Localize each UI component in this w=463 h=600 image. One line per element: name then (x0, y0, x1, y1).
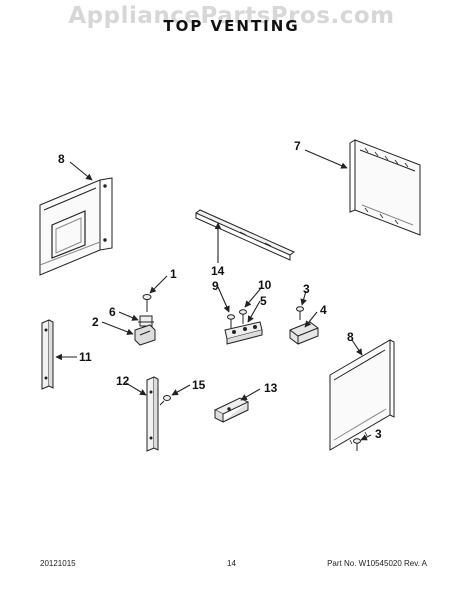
part-2-bracket (134, 324, 156, 346)
callout-9: 9 (212, 279, 219, 293)
part-6-thermostat (138, 315, 154, 327)
page-title: TOP VENTING (163, 17, 300, 35)
callout-5: 5 (260, 294, 267, 308)
callout-13: 13 (264, 381, 278, 395)
callout-6: 6 (109, 305, 116, 319)
part-9-screw (227, 314, 235, 328)
leader-lines (55, 149, 372, 441)
part-1-screw (142, 294, 152, 312)
footer-date: 20121015 (40, 559, 76, 568)
part-11-side-bracket (41, 319, 54, 390)
part-4-switch (289, 321, 319, 345)
part-10-screw (239, 309, 247, 324)
part-3-screw-bottom (353, 438, 361, 451)
footer-page-number: 14 (227, 559, 236, 568)
part-13-bracket (213, 397, 250, 423)
callout-3-bottom: 3 (375, 427, 382, 441)
callout-4: 4 (320, 303, 327, 317)
callout-1: 1 (170, 267, 177, 281)
callout-14: 14 (211, 264, 225, 278)
part-14-top-bar (195, 209, 295, 261)
callout-3-top: 3 (303, 282, 310, 296)
part-5-terminal-block (224, 321, 263, 345)
callout-15: 15 (192, 378, 206, 392)
part-8-left-panel (39, 177, 113, 276)
callout-12: 12 (116, 374, 130, 388)
part-8-right-panel (329, 339, 395, 451)
watermark: AppliancePartsPros.com (68, 3, 395, 29)
callout-8-bottom: 8 (347, 330, 354, 344)
callout-11: 11 (79, 350, 92, 364)
callout-10: 10 (258, 278, 272, 292)
callout-8-top: 8 (58, 152, 65, 166)
footer-part-number: Part No. W10545020 Rev. A (327, 559, 427, 568)
part-12-vertical-bracket (146, 376, 159, 452)
callout-2: 2 (92, 315, 99, 329)
part-3-screw-top (296, 306, 304, 320)
callout-7: 7 (294, 139, 301, 153)
part-15-screw (159, 395, 171, 406)
part-7-right-panel (349, 139, 421, 236)
